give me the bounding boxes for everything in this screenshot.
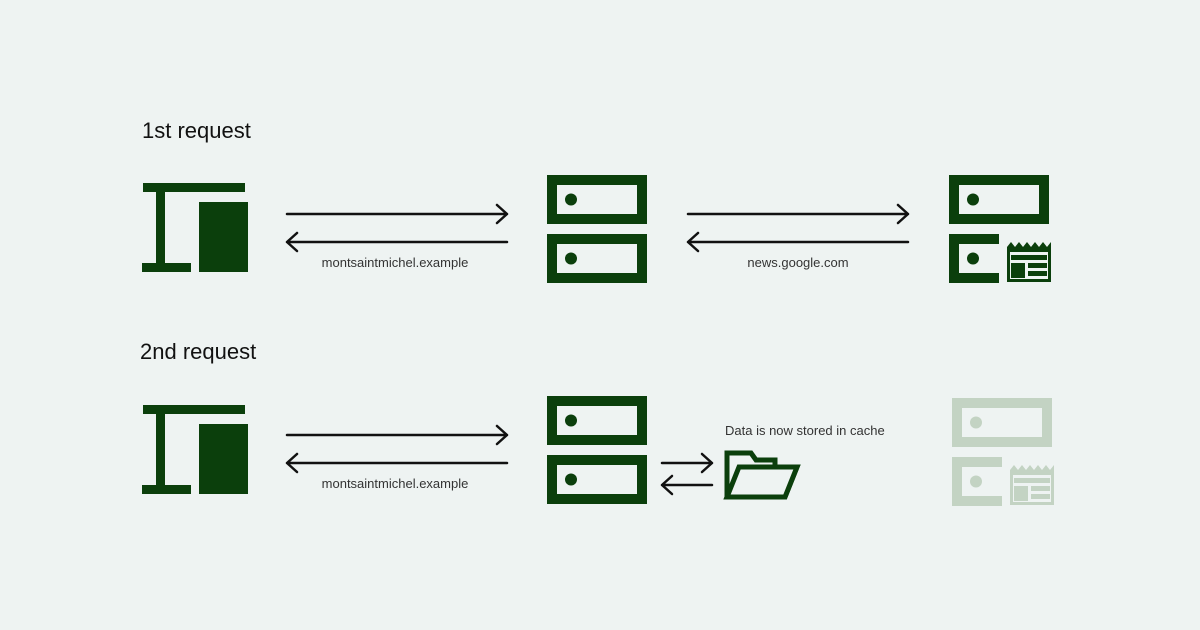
origin-response-arrow [686, 231, 910, 253]
proxy-server-icon [552, 180, 642, 278]
request-arrow [285, 203, 509, 225]
cache-store-arrow [660, 452, 714, 474]
request-arrow [285, 424, 509, 446]
client-devices-icon [142, 405, 248, 494]
cache-read-arrow [660, 474, 714, 496]
origin-news-server-icon [954, 180, 1051, 281]
section-2-heading: 2nd request [140, 339, 256, 364]
origin-label: news.google.com [747, 255, 848, 270]
section-1-heading: 1st request [142, 118, 251, 143]
client-devices-icon [142, 183, 248, 272]
response-arrow [285, 452, 509, 474]
proxy-server-icon [552, 401, 642, 499]
client-label: montsaintmichel.example [322, 476, 469, 491]
client-label: montsaintmichel.example [322, 255, 469, 270]
cache-label: Data is now stored in cache [725, 423, 885, 438]
folder-icon [723, 450, 801, 500]
forward-request-arrow [686, 203, 910, 225]
response-arrow [285, 231, 509, 253]
origin-news-server-icon-inactive [957, 403, 1054, 504]
